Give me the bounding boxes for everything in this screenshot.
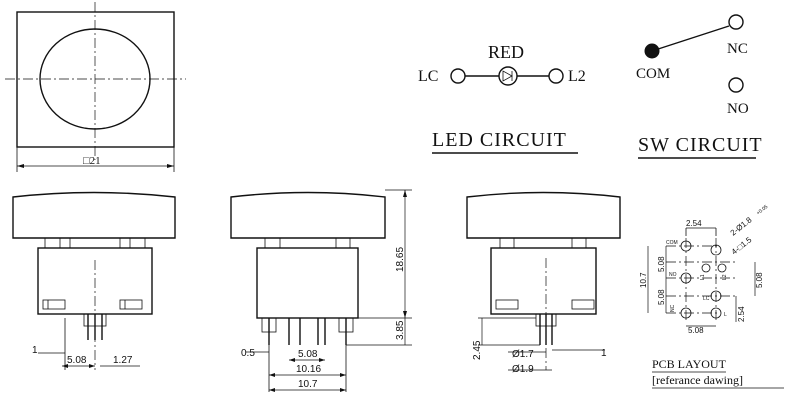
pcb-left-upper: 5.08 [657, 256, 666, 272]
front-pitch: 5.08 [67, 355, 87, 366]
led-circuit: RED LC L2 LED CIRCUIT [418, 42, 586, 154]
back-standoff: 2.45 [472, 340, 483, 360]
side-view: 18.65 3.85 0.5 5.08 10.16 10.7 [230, 189, 412, 392]
led-left-terminal: LC [418, 68, 438, 85]
side-pin-length: 3.85 [395, 320, 406, 340]
pcb-pin-lc: LC [703, 296, 710, 302]
pcb-pin-no: NO [669, 272, 677, 278]
pcb-hole-lc [710, 290, 722, 302]
pcb-hole-note-1: 2-Ø1.8 [729, 215, 754, 237]
sw-nc-contact [728, 14, 744, 30]
pcb-pin-nc: NC [670, 304, 676, 312]
led-color-label: RED [488, 42, 524, 62]
sw-nc-label: NC [727, 41, 748, 57]
top-size-label: □21 [83, 155, 101, 167]
pcb-pin-l: L [724, 312, 727, 318]
pcb-pin-l2: L2 [722, 274, 728, 280]
front-pin-dim-left: 1 [32, 345, 38, 356]
side-pitch: 5.08 [298, 349, 318, 360]
side-span-inner: 10.16 [296, 364, 321, 375]
back-view: 2.45 Ø1.7 Ø1.9 1 [466, 191, 621, 375]
pcb-pin-l1: L1 [700, 274, 706, 280]
led-terminal-l2-circle [548, 68, 564, 84]
back-dia-small: Ø1.7 [512, 349, 534, 360]
top-view: □21 [5, 2, 186, 172]
led-diode-symbol [498, 66, 518, 86]
side-pin-width: 0.5 [241, 348, 255, 359]
pcb-right-lower: 2.54 [737, 306, 746, 322]
sw-circuit-title: SW CIRCUIT [638, 134, 763, 156]
pcb-left-lower: 5.08 [657, 289, 666, 305]
side-span-outer: 10.7 [298, 379, 318, 390]
sw-com-label: COM [636, 66, 670, 82]
pcb-hole-no [680, 272, 692, 284]
pcb-right-upper: 5.08 [755, 272, 764, 288]
pcb-hole-nc [680, 307, 692, 319]
side-height-total: 18.65 [395, 247, 406, 272]
pcb-layout: 2.54 2-Ø1.8 +0.05 4-□1.5 COM NO NC L1 L2… [639, 204, 784, 389]
front-offset: 1.27 [113, 355, 133, 366]
pcb-pin-com: COM [666, 240, 678, 246]
pcb-hole-note-2: 4-□1.5 [730, 235, 754, 257]
sw-lever [651, 25, 730, 52]
sw-no-label: NO [727, 101, 749, 117]
pcb-layout-title: PCB LAYOUT [652, 357, 727, 371]
pcb-hole-note-1-sub: +0.05 [756, 204, 770, 217]
pcb-bottom: 5.08 [688, 326, 704, 335]
led-terminal-lc-circle [450, 68, 466, 84]
sw-no-contact [728, 77, 744, 93]
front-view: 1 5.08 1.27 [12, 191, 176, 370]
led-circuit-title: LED CIRCUIT [432, 129, 567, 151]
led-right-terminal: L2 [568, 68, 586, 85]
pcb-height: 10.7 [639, 272, 648, 288]
sw-circuit: NC COM NO SW CIRCUIT [636, 14, 763, 159]
back-pin-dim-right: 1 [601, 348, 607, 359]
pcb-dim-top: 2.54 [686, 219, 702, 228]
pcb-layout-subtitle: [referance dawing] [652, 373, 743, 387]
pcb-hole-com [680, 240, 692, 252]
back-dia-large: Ø1.9 [512, 364, 534, 375]
